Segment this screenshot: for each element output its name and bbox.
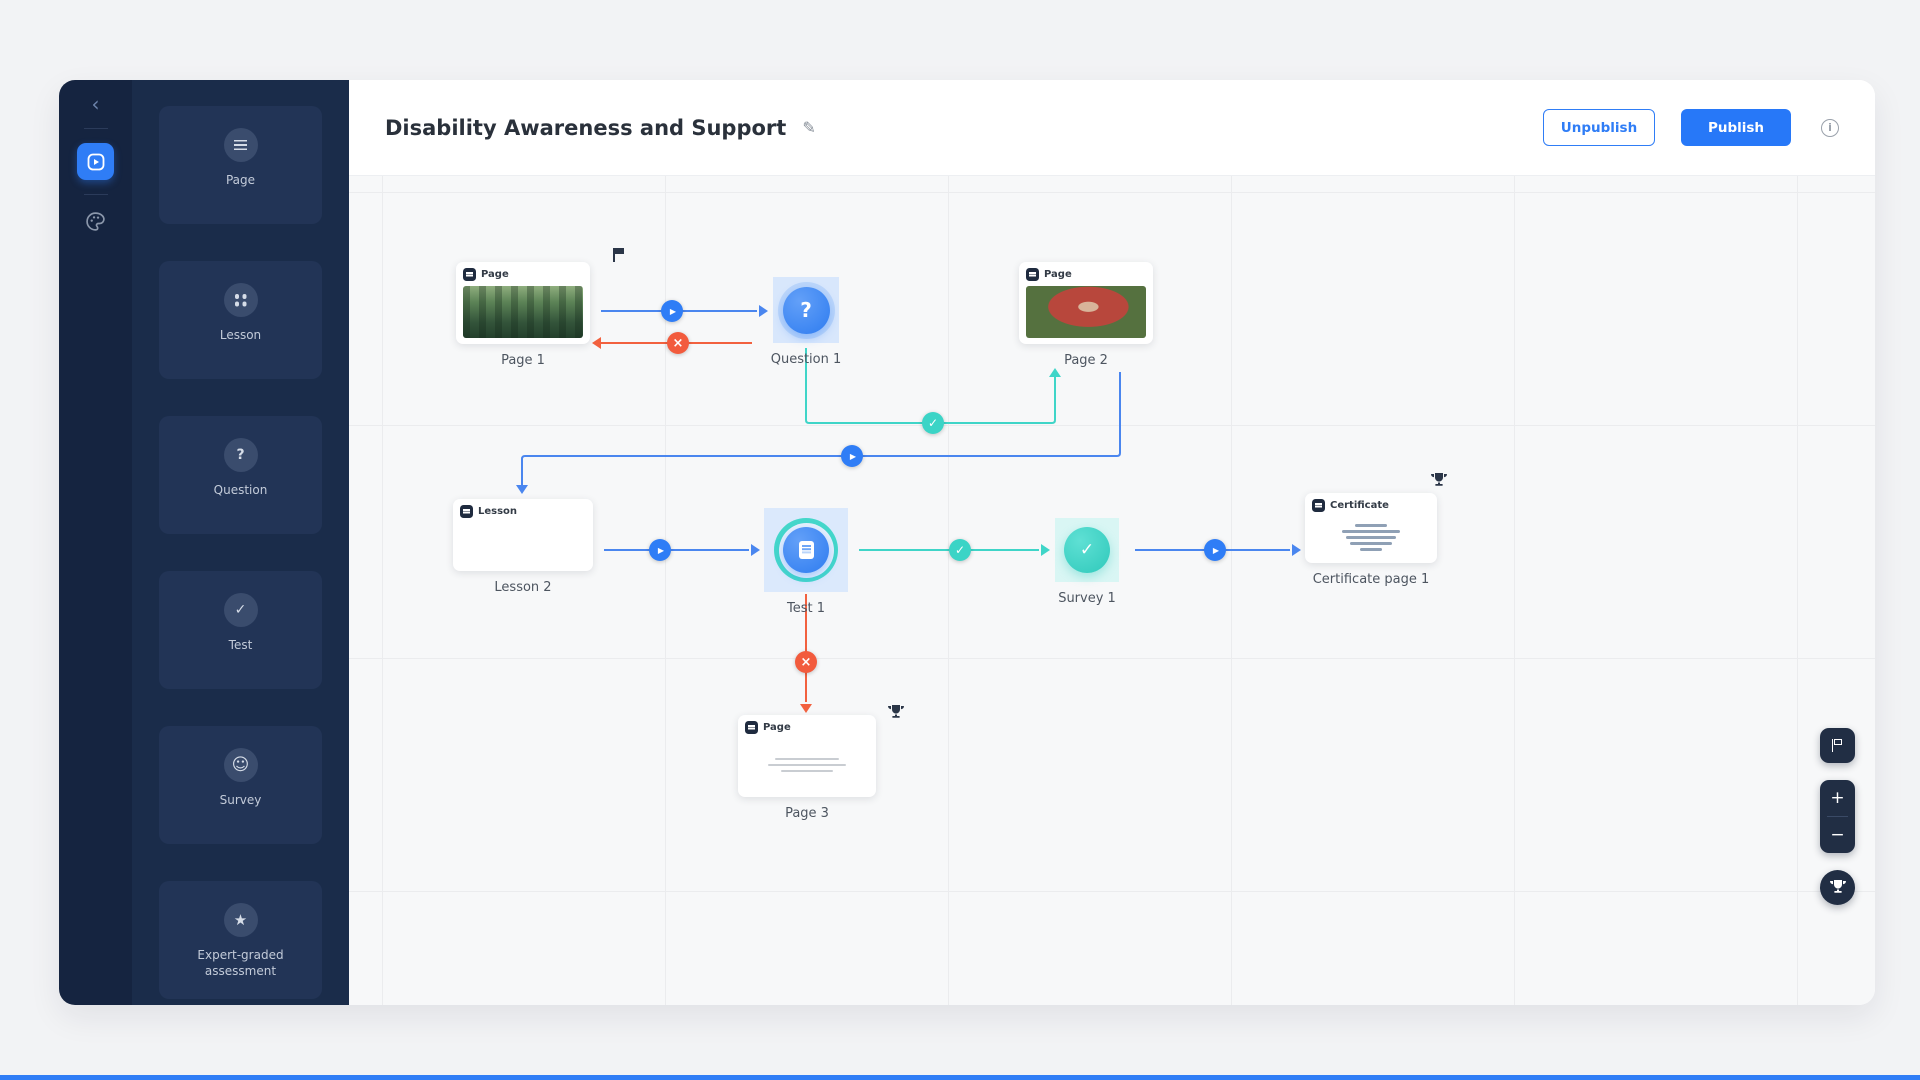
check-icon: ✓ xyxy=(927,416,939,430)
bottom-accent-bar xyxy=(0,1075,1920,1080)
trophy-icon xyxy=(1829,880,1846,893)
document-icon xyxy=(798,541,814,559)
play-icon: ▶ xyxy=(1212,545,1220,555)
card-type-label: Page xyxy=(481,269,509,280)
page-card-icon xyxy=(745,721,758,734)
page1-thumbnail xyxy=(463,286,583,338)
page-title: Disability Awareness and Support xyxy=(385,115,787,140)
sidebar-rail: ‹ xyxy=(59,80,132,1005)
smiley-icon: ☺ xyxy=(223,748,258,782)
node-label: Question 1 xyxy=(770,352,842,367)
info-icon[interactable]: i xyxy=(1821,118,1839,137)
block-survey[interactable]: ☺ Survey xyxy=(159,726,322,844)
page-icon xyxy=(223,128,258,162)
block-label: Survey xyxy=(219,793,262,807)
page-card-icon xyxy=(1026,268,1039,281)
pass-condition-badge[interactable]: ✓ xyxy=(949,539,971,561)
block-palette: Page Lesson ? Question ✓ Test ☺ Survey ★… xyxy=(132,80,349,1005)
pass-condition-badge[interactable]: ▶ xyxy=(841,445,863,467)
node-label: Lesson 2 xyxy=(494,580,552,595)
pass-condition-badge[interactable]: ▶ xyxy=(661,300,683,322)
block-label: Test xyxy=(228,638,253,652)
page3-preview xyxy=(745,739,869,791)
certificate-preview xyxy=(1312,517,1430,557)
builder-mode-button[interactable] xyxy=(77,143,114,180)
block-page[interactable]: Page xyxy=(159,106,322,224)
block-test[interactable]: ✓ Test xyxy=(159,571,322,689)
node-page-3[interactable]: Page Page 3 xyxy=(738,705,904,821)
block-lesson[interactable]: Lesson xyxy=(159,261,322,379)
pass-condition-badge[interactable]: ▶ xyxy=(649,539,671,561)
zoom-in-button[interactable]: + xyxy=(1830,788,1845,808)
node-question-1[interactable]: ? Question 1 xyxy=(770,277,842,367)
node-label: Page 3 xyxy=(785,806,829,821)
block-label: Page xyxy=(225,173,256,187)
flag-icon xyxy=(1831,738,1845,753)
theme-palette-button[interactable] xyxy=(85,211,106,236)
node-survey-1[interactable]: ✓ Survey 1 xyxy=(1055,518,1119,606)
app-window: ‹ Page Lesson ? xyxy=(59,80,1875,1005)
block-question[interactable]: ? Question xyxy=(159,416,322,534)
cross-icon: × xyxy=(800,654,812,670)
star-icon: ★ xyxy=(223,903,258,937)
flow-play-icon xyxy=(87,153,104,170)
go-to-end-button[interactable] xyxy=(1820,870,1855,905)
course-header: Disability Awareness and Support ✎ Unpub… xyxy=(349,80,1875,176)
node-label: Certificate page 1 xyxy=(1312,572,1430,587)
pass-condition-badge[interactable]: ▶ xyxy=(1204,539,1226,561)
unpublish-button[interactable]: Unpublish xyxy=(1543,109,1655,146)
node-label: Survey 1 xyxy=(1058,591,1116,606)
card-type-label: Certificate xyxy=(1330,500,1389,511)
lesson-card-icon xyxy=(460,505,473,518)
publish-button[interactable]: Publish xyxy=(1681,109,1791,146)
pass-condition-badge[interactable]: ✓ xyxy=(922,412,944,434)
page-card-icon xyxy=(463,268,476,281)
rail-divider xyxy=(83,194,108,195)
node-page-2[interactable]: Page Page 2 xyxy=(1019,262,1153,368)
certificate-card-icon xyxy=(1312,499,1325,512)
question-icon: ? xyxy=(223,438,258,472)
block-expert-assessment[interactable]: ★ Expert-graded assessment xyxy=(159,881,322,999)
block-label: Expert-graded assessment xyxy=(197,948,284,978)
page2-thumbnail xyxy=(1026,286,1146,338)
check-icon: ✓ xyxy=(223,593,258,627)
lesson-icon xyxy=(223,283,258,317)
check-icon: ✓ xyxy=(1064,527,1110,573)
check-icon: ✓ xyxy=(954,543,966,557)
question-mark-icon: ? xyxy=(782,286,830,334)
card-type-label: Lesson xyxy=(478,506,518,517)
node-certificate-page-1[interactable]: Certificate Certificate page 1 xyxy=(1305,473,1447,587)
play-icon: ▶ xyxy=(849,451,857,461)
node-test-1[interactable]: Test 1 xyxy=(764,508,848,616)
node-lesson-2[interactable]: Lesson Lesson 2 xyxy=(453,499,593,595)
go-to-start-button[interactable] xyxy=(1820,728,1855,763)
block-label: Lesson xyxy=(219,328,262,342)
node-page-1[interactable]: Page Page 1 xyxy=(456,248,624,368)
card-type-label: Page xyxy=(763,722,791,733)
node-label: Test 1 xyxy=(786,601,825,616)
zoom-controls: + − xyxy=(1820,780,1855,853)
node-label: Page 2 xyxy=(1064,353,1108,368)
edit-title-icon[interactable]: ✎ xyxy=(802,118,816,137)
cross-icon: × xyxy=(672,335,684,351)
node-label: Page 1 xyxy=(501,353,545,368)
collapse-sidebar-icon[interactable]: ‹ xyxy=(91,92,100,116)
card-type-label: Page xyxy=(1044,269,1072,280)
trophy-icon xyxy=(1431,473,1447,486)
trophy-icon xyxy=(888,705,904,718)
zoom-out-button[interactable]: − xyxy=(1830,825,1845,845)
play-icon: ▶ xyxy=(657,545,665,555)
zoom-divider xyxy=(1827,816,1848,817)
block-label: Question xyxy=(213,483,268,497)
play-icon: ▶ xyxy=(669,306,677,316)
flow-canvas[interactable]: ▶ × ✓ ▶ ▶ ✓ ▶ × Page Page 1 ? xyxy=(349,176,1875,1005)
palette-icon xyxy=(86,212,105,231)
rail-divider xyxy=(83,128,108,129)
start-flag-icon xyxy=(612,248,626,262)
fail-condition-badge[interactable]: × xyxy=(667,332,689,354)
fail-condition-badge[interactable]: × xyxy=(795,651,817,673)
